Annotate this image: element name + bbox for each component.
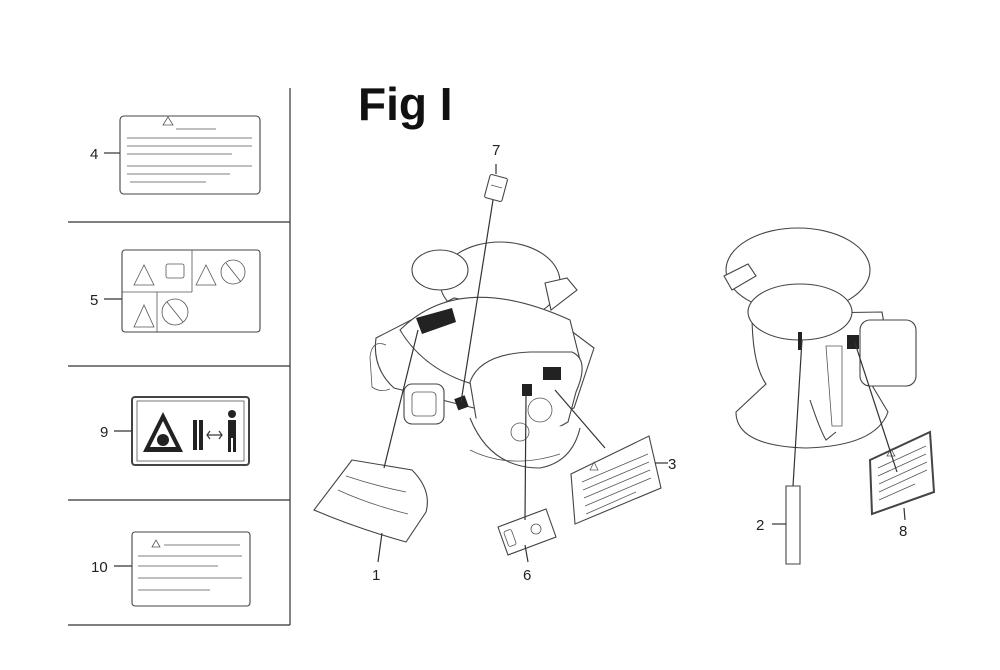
engine-rear-view xyxy=(723,227,917,449)
prohibition-circle-icon xyxy=(220,259,246,285)
warning-triangle-icon xyxy=(162,116,174,126)
callout-3: 3 xyxy=(668,456,676,473)
warning-triangle-icon xyxy=(151,539,161,548)
label-sidebar xyxy=(68,88,291,626)
warning-triangle-icon xyxy=(133,264,155,286)
part-6-decal: 6 xyxy=(497,395,557,584)
warning-triangle-icon xyxy=(195,264,217,286)
callout-6: 6 xyxy=(523,567,531,584)
figure-title: Fig I xyxy=(358,78,453,130)
part-4-warning-label: 4 xyxy=(90,115,261,195)
manual-book-icon xyxy=(165,263,185,279)
part-10-warning-label: 10 xyxy=(91,531,251,607)
warning-triangle-icon xyxy=(589,461,599,471)
part-3-warning-label: 3 xyxy=(554,389,676,525)
callout-5: 5 xyxy=(90,292,98,309)
prohibition-circle-icon xyxy=(161,298,189,326)
callout-10: 10 xyxy=(91,559,108,576)
part-5-pictogram-label: 5 xyxy=(90,249,261,333)
part-8-warning-label: 8 xyxy=(854,342,936,540)
part-2-strip-decal: 2 xyxy=(756,339,803,565)
part-9-blade-hazard-label: 9 xyxy=(100,396,250,466)
callout-2: 2 xyxy=(756,517,764,534)
callout-9: 9 xyxy=(100,424,108,441)
callout-8: 8 xyxy=(899,523,907,540)
person-icon xyxy=(228,410,236,452)
callout-1: 1 xyxy=(372,567,380,584)
warning-triangle-icon xyxy=(886,448,896,457)
part-7-emission-label: 7 xyxy=(460,142,508,403)
part-1-model-decal: 1 xyxy=(313,329,428,584)
callout-7: 7 xyxy=(492,142,500,159)
engine-front-view xyxy=(369,241,595,469)
callout-4: 4 xyxy=(90,146,98,163)
warning-triangle-icon xyxy=(133,304,155,328)
